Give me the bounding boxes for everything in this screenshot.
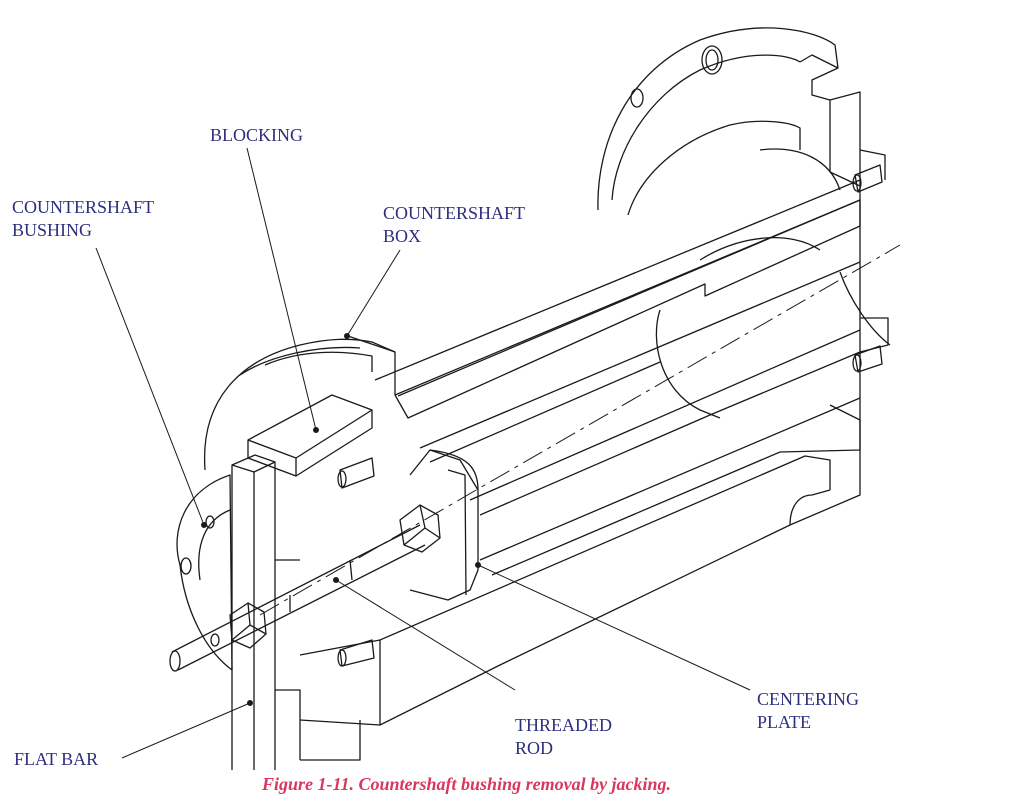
rear-flange — [597, 27, 891, 453]
label-threaded-rod: THREADED ROD — [515, 715, 612, 758]
label-blocking: BLOCKING — [210, 125, 303, 145]
jacking-assembly-drawing — [95, 27, 901, 770]
countershaft-box-body — [259, 179, 901, 761]
centering-plate — [409, 449, 479, 601]
label-flat-bar: FLAT BAR — [14, 749, 99, 769]
bolts — [337, 457, 375, 667]
countershaft-bushing — [176, 474, 233, 671]
label-countershaft-bushing: COUNTERSHAFT BUSHING — [12, 197, 155, 240]
label-countershaft-box: COUNTERSHAFT BOX — [383, 203, 526, 246]
figure-caption: Figure 1-11. Countershaft bushing remova… — [262, 774, 672, 794]
leader-lines — [95, 147, 751, 759]
flat-bar — [231, 454, 301, 770]
label-centering-plate: CENTERING PLATE — [757, 689, 859, 732]
front-flange — [203, 334, 396, 471]
threaded-rod — [169, 504, 441, 672]
